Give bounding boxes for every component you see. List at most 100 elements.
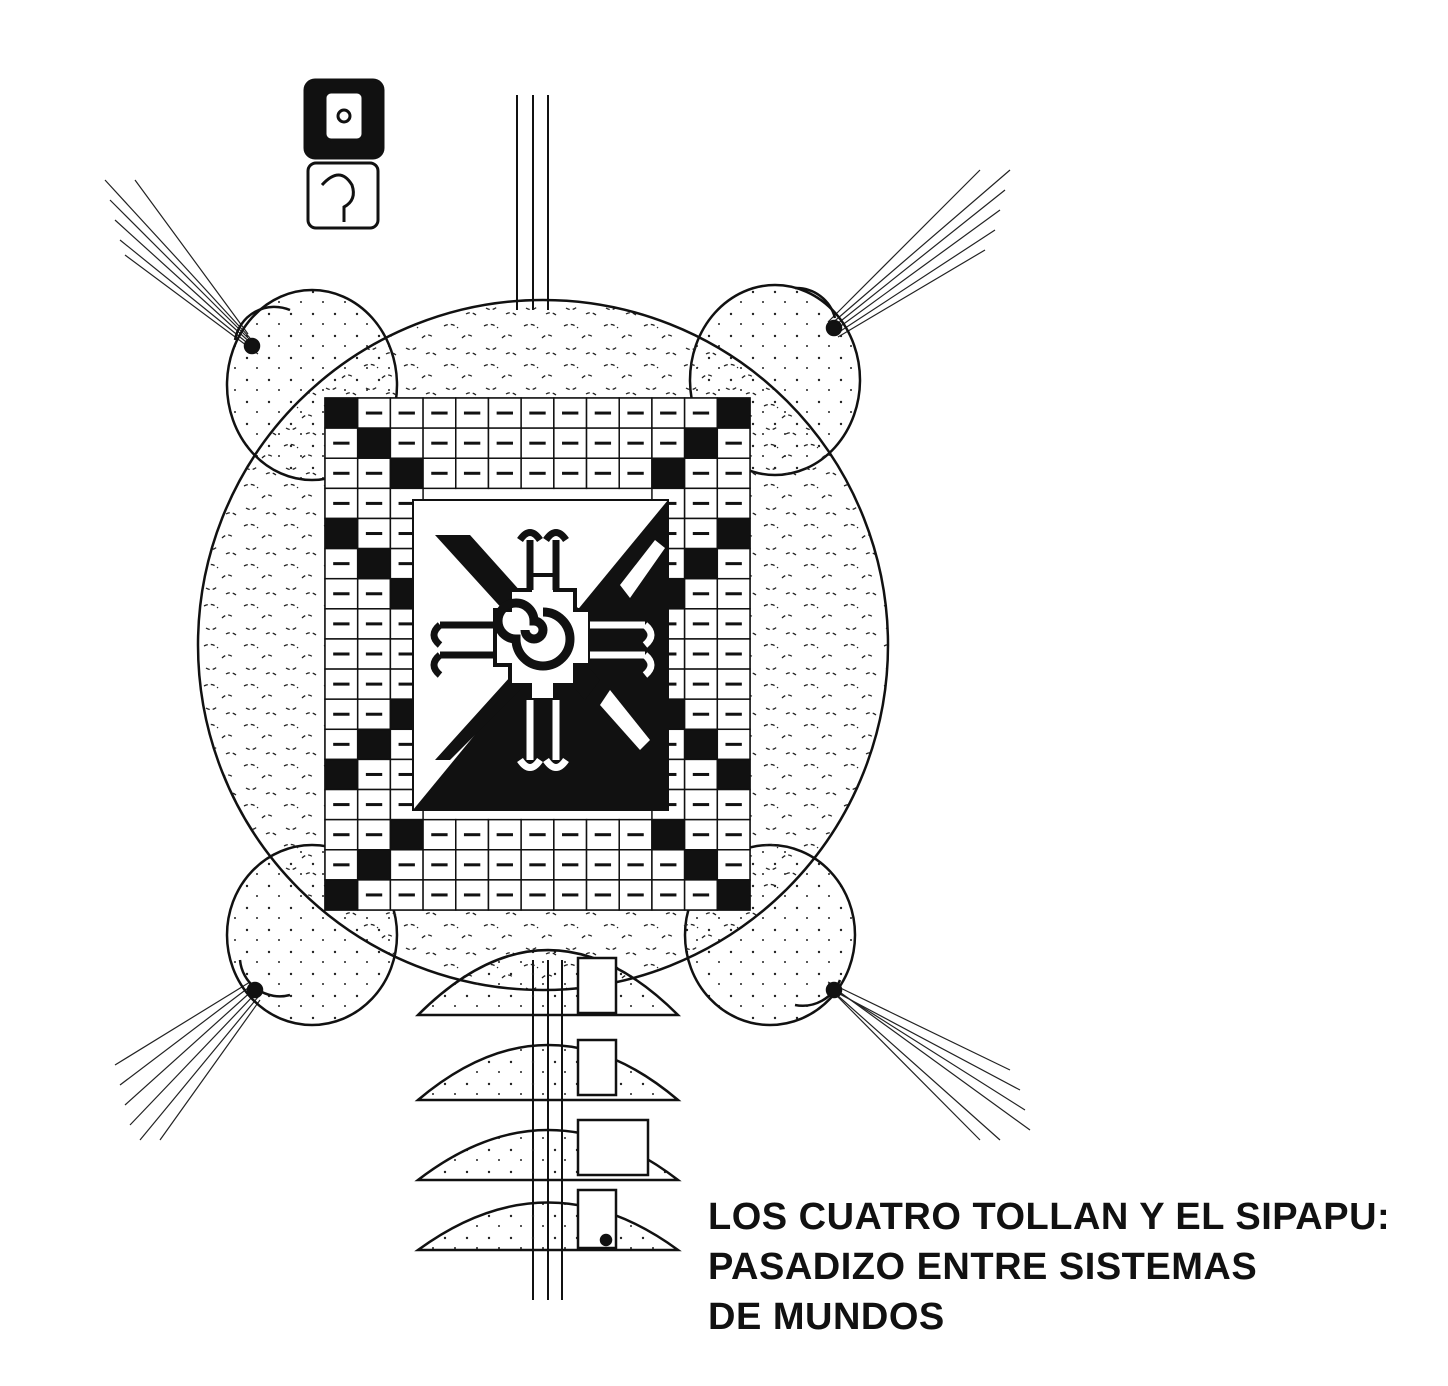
calendar-bar <box>725 652 741 655</box>
calendar-bar <box>464 893 480 896</box>
calendar-bar <box>627 863 643 866</box>
calendar-bar <box>725 472 741 475</box>
calendar-bar <box>693 893 709 896</box>
calendar-bar <box>333 652 349 655</box>
calendar-bar <box>725 743 741 746</box>
calendar-bar <box>399 442 415 445</box>
calendar-bar <box>366 622 382 625</box>
calendar-bar <box>562 412 578 415</box>
calendar-bar <box>529 472 545 475</box>
calendar-bar <box>366 833 382 836</box>
calendar-bar <box>333 713 349 716</box>
calendar-bar <box>595 472 611 475</box>
calendar-bar <box>725 713 741 716</box>
calendar-bar <box>693 713 709 716</box>
calendar-bar <box>366 412 382 415</box>
calendar-bar <box>529 412 545 415</box>
calendar-bar <box>464 472 480 475</box>
calendar-bar <box>595 833 611 836</box>
calendar-bar <box>725 592 741 595</box>
calendar-bar <box>464 412 480 415</box>
calendar-bar <box>660 893 676 896</box>
calendar-bar <box>431 442 447 445</box>
calendar-bar <box>562 442 578 445</box>
calendar-bar <box>562 833 578 836</box>
calendar-bar <box>693 532 709 535</box>
calendar-bar <box>595 893 611 896</box>
calendar-bar <box>725 833 741 836</box>
calendar-cell <box>717 518 750 548</box>
calendar-cell <box>358 549 391 579</box>
calendar-bar <box>333 683 349 686</box>
calendar-bar <box>627 412 643 415</box>
calendar-cell <box>717 759 750 789</box>
calendar-bar <box>333 833 349 836</box>
calendar-bar <box>693 652 709 655</box>
caption-line-3: DE MUNDOS <box>708 1292 1428 1342</box>
calendar-bar <box>595 442 611 445</box>
calendar-bar <box>333 622 349 625</box>
calendar-bar <box>497 893 513 896</box>
calendar-bar <box>595 412 611 415</box>
calendar-cell <box>325 398 358 428</box>
calendar-bar <box>693 502 709 505</box>
calendar-bar <box>529 833 545 836</box>
calendar-bar <box>366 652 382 655</box>
pyramid <box>413 500 668 810</box>
calendar-bar <box>725 683 741 686</box>
calendar-bar <box>333 743 349 746</box>
calendar-bar <box>693 412 709 415</box>
calendar-bar <box>693 622 709 625</box>
calendar-bar <box>693 833 709 836</box>
calendar-bar <box>725 562 741 565</box>
caption-line-2: PASADIZO ENTRE SISTEMAS <box>708 1242 1428 1292</box>
calendar-bar <box>366 532 382 535</box>
calendar-bar <box>431 863 447 866</box>
calendar-bar <box>497 472 513 475</box>
calendar-bar <box>366 713 382 716</box>
calendar-bar <box>366 803 382 806</box>
calendar-bar <box>627 833 643 836</box>
calendar-bar <box>693 592 709 595</box>
ray-nw <box>105 180 258 354</box>
calendar-cell <box>390 820 423 850</box>
calendar-bar <box>562 472 578 475</box>
maya-glyph <box>305 80 383 228</box>
calendar-bar <box>497 833 513 836</box>
calendar-bar <box>529 442 545 445</box>
caption: LOS CUATRO TOLLAN Y EL SIPAPU: PASADIZO … <box>708 1192 1428 1342</box>
calendar-cell <box>358 729 391 759</box>
calendar-bar <box>562 863 578 866</box>
calendar-bar <box>333 863 349 866</box>
calendar-bar <box>431 833 447 836</box>
calendar-bar <box>660 442 676 445</box>
calendar-bar <box>595 863 611 866</box>
calendar-cell <box>358 428 391 458</box>
calendar-bar <box>693 803 709 806</box>
calendar-bar <box>431 893 447 896</box>
calendar-cell <box>652 820 685 850</box>
calendar-bar <box>693 773 709 776</box>
calendar-bar <box>464 863 480 866</box>
calendar-bar <box>333 472 349 475</box>
calendar-bar <box>333 562 349 565</box>
calendar-bar <box>333 442 349 445</box>
calendar-cell <box>390 458 423 488</box>
calendar-bar <box>660 863 676 866</box>
calendar-bar <box>693 683 709 686</box>
calendar-bar <box>399 412 415 415</box>
calendar-bar <box>693 472 709 475</box>
calendar-cell <box>685 850 718 880</box>
calendar-bar <box>431 412 447 415</box>
calendar-bar <box>562 893 578 896</box>
calendar-bar <box>333 592 349 595</box>
calendar-bar <box>725 803 741 806</box>
calendar-bar <box>366 502 382 505</box>
calendar-bar <box>627 442 643 445</box>
calendar-bar <box>497 412 513 415</box>
calendar-bar <box>366 773 382 776</box>
calendar-cell <box>652 458 685 488</box>
calendar-bar <box>366 893 382 896</box>
calendar-bar <box>529 893 545 896</box>
